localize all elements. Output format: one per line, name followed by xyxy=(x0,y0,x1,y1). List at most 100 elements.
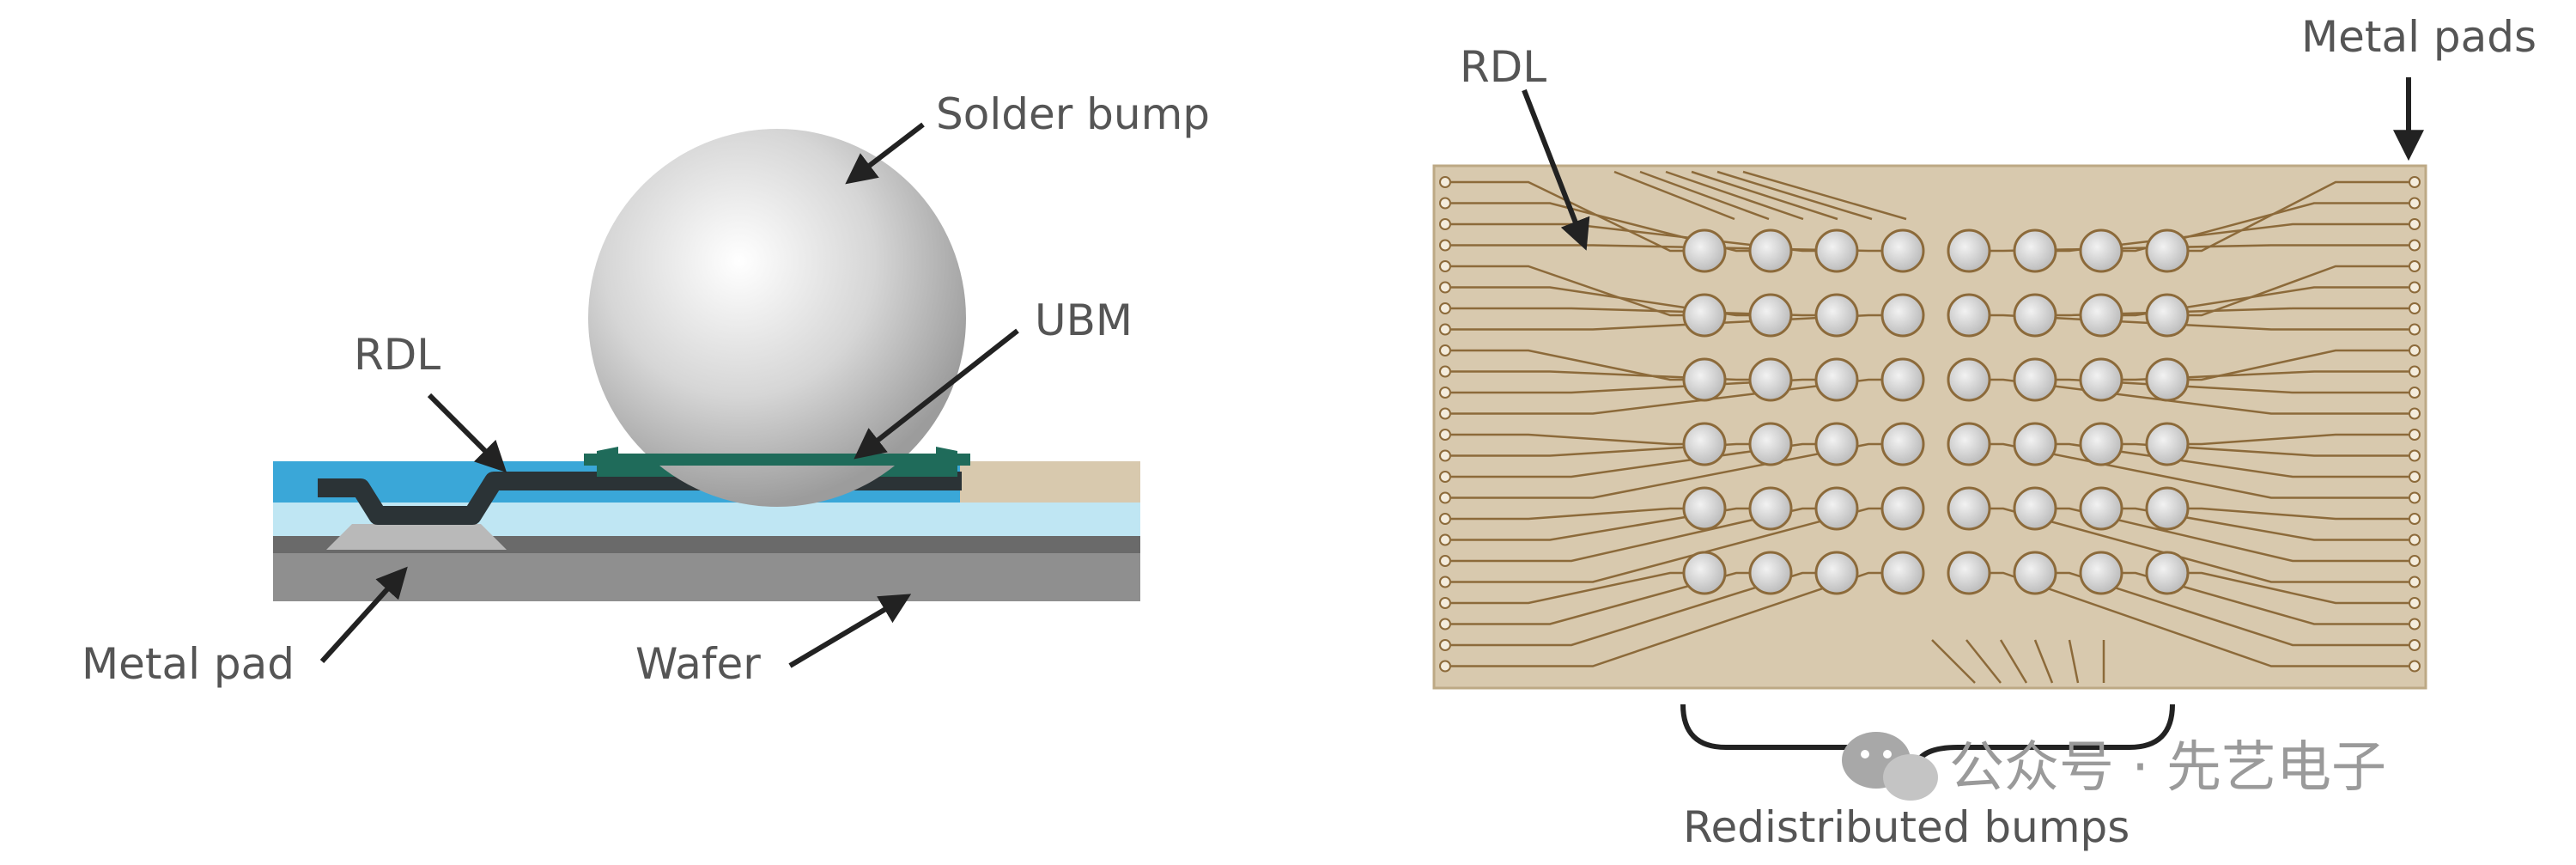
rdl-trace-line xyxy=(1451,349,1684,381)
ubm-label: UBM xyxy=(1035,295,1133,345)
metal-pad xyxy=(1439,533,1451,546)
metal-pad xyxy=(1439,618,1451,630)
rdl-trace-line xyxy=(2188,265,2409,317)
rdl-label-left: RDL xyxy=(354,330,440,380)
die-substrate xyxy=(1432,164,2427,690)
rdl-trace-line xyxy=(1451,507,1816,563)
metal-pad xyxy=(2409,533,2421,546)
redistributed-bump xyxy=(1682,551,1727,595)
solder-bump-label: Solder bump xyxy=(936,89,1210,139)
metal-pad xyxy=(1439,576,1451,588)
metal-pad xyxy=(1439,429,1451,441)
wafer-arrow xyxy=(788,594,912,668)
solder-ball xyxy=(588,129,966,507)
wafer-label: Wafer xyxy=(635,639,761,689)
rdl-trace-line xyxy=(1716,170,1873,221)
metal-pad xyxy=(1439,260,1451,272)
rdl-trace-line xyxy=(2122,507,2409,541)
metal-pad xyxy=(2409,218,2421,230)
rdl-trace-line xyxy=(1451,370,1750,381)
rdl-trace-line xyxy=(1990,378,2409,415)
rdl-trace-line xyxy=(1990,571,2409,667)
metal-pad xyxy=(1439,597,1451,609)
redistributed-bump xyxy=(2145,293,2190,338)
redistributed-bump xyxy=(1880,486,1925,531)
rdl-trace-line xyxy=(1451,378,1882,415)
metal-pad xyxy=(1439,449,1451,462)
redistributed-bump xyxy=(1947,293,1991,338)
metal-pad xyxy=(1439,639,1451,651)
metal-pad xyxy=(2409,471,2421,483)
redistributed-bump xyxy=(2145,551,2190,595)
metal-pad xyxy=(1439,218,1451,230)
top-view-diagram: RDL Metal pads Redistributed bumps xyxy=(1432,12,2537,852)
rdl-trace-line xyxy=(1451,265,1684,317)
metal-pad xyxy=(2409,555,2421,567)
rdl-trace-line xyxy=(1451,571,1882,667)
metal-pad xyxy=(1439,555,1451,567)
rdl-trace-line xyxy=(1665,170,1804,221)
redistributed-bump xyxy=(2013,293,2057,338)
rdl-trace-line xyxy=(1742,170,1907,221)
rdl-trace-line xyxy=(1990,314,2409,331)
redistributed-bump xyxy=(1880,293,1925,338)
rdl-trace-line xyxy=(1639,170,1770,221)
rdl-trace-line xyxy=(2188,433,2409,446)
metal-pad xyxy=(2409,429,2421,441)
metal-pad xyxy=(1439,491,1451,504)
rdl-trace-line xyxy=(1965,639,2002,684)
metal-pad xyxy=(2409,387,2421,399)
rdl-trace-line xyxy=(1691,170,1838,221)
solder-bump-arrow xyxy=(845,122,925,185)
redistributed-bump xyxy=(1814,228,1859,273)
metal-pad xyxy=(1439,239,1451,252)
redistributed-bump xyxy=(1682,357,1727,402)
metal-pad-label: Metal pad xyxy=(82,639,295,689)
rdl-trace-line xyxy=(1451,571,1816,647)
metal-pad xyxy=(1439,387,1451,399)
redistributed-bump xyxy=(1682,422,1727,466)
metal-pad xyxy=(2409,639,2421,651)
rdl-arrow-right xyxy=(1522,88,1590,251)
rdl-trace-line xyxy=(2122,202,2409,253)
redistributed-bump xyxy=(1880,422,1925,466)
metal-pad xyxy=(2409,618,2421,630)
metal-pad xyxy=(2409,660,2421,673)
metal-pad xyxy=(2409,302,2421,314)
bump-grid xyxy=(1682,228,2190,595)
metal-pad xyxy=(1439,660,1451,673)
rdl-trace-line xyxy=(1613,170,1735,221)
rdl-trace-line xyxy=(2188,349,2409,381)
redistributed-bump xyxy=(1880,357,1925,402)
metal-pad-shape xyxy=(326,524,507,550)
rdl-trace-line xyxy=(2056,507,2409,563)
rdl-trace-line xyxy=(1451,571,1750,625)
rdl-trace-line xyxy=(1451,202,1750,253)
rdl-trace-layer xyxy=(1451,170,2409,684)
metal-pad xyxy=(2409,239,2421,252)
redistributed-bump xyxy=(1880,551,1925,595)
metal-pad xyxy=(2409,323,2421,336)
wafer-layer xyxy=(273,550,1140,601)
rdl-trace-line xyxy=(1451,244,1882,253)
metal-pad xyxy=(1439,302,1451,314)
metal-pad xyxy=(1439,344,1451,356)
rdl-trace-line xyxy=(1451,507,1882,583)
redistributed-bump xyxy=(1748,357,1793,402)
substrate-right-region xyxy=(960,461,1140,503)
metal-pad xyxy=(1439,513,1451,525)
cross-section-diagram: Solder bump UBM RDL Metal pad Wafer xyxy=(82,89,1210,689)
redistributed-bump xyxy=(1947,357,1991,402)
rdl-trace-line xyxy=(1451,222,1816,253)
metal-pad xyxy=(2409,513,2421,525)
rdl-trace-line xyxy=(2122,370,2409,381)
redistributed-bump xyxy=(1814,486,1859,531)
redistributed-bump xyxy=(1880,228,1925,273)
metal-pad xyxy=(2409,576,2421,588)
rdl-trace-line xyxy=(1990,244,2409,253)
redistributed-bump xyxy=(1748,551,1793,595)
metal-pad xyxy=(2409,260,2421,272)
redistributed-bump xyxy=(2013,486,2057,531)
metal-pad-arrow xyxy=(319,566,408,664)
redistributed-bump xyxy=(2145,228,2190,273)
